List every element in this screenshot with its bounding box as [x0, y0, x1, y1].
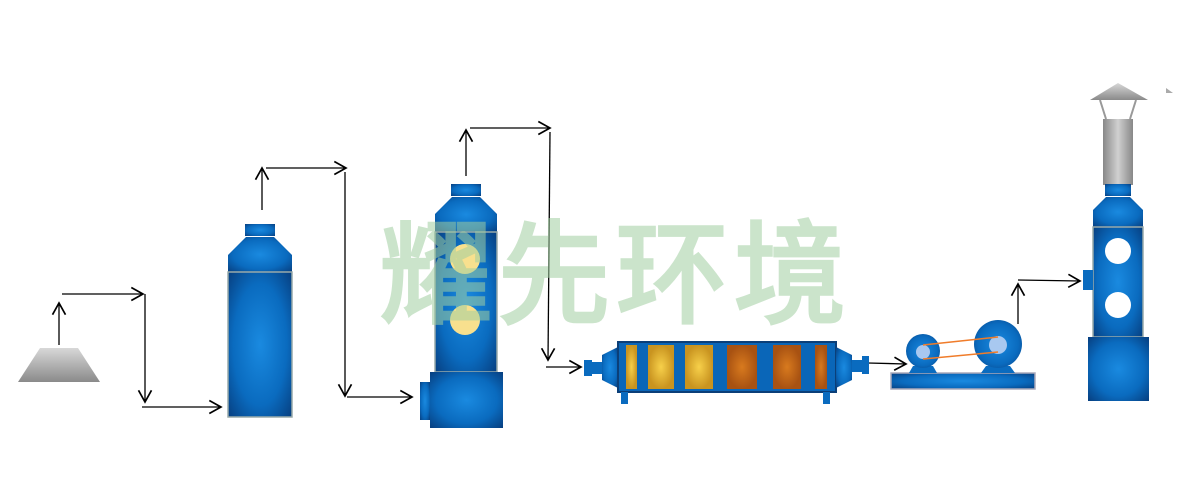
viewport-window [1105, 292, 1131, 318]
arrow-13 [867, 356, 908, 371]
viewport-window [450, 244, 480, 274]
scrubber-tower [420, 184, 503, 428]
viewport-window [450, 305, 480, 335]
spray-tower [227, 224, 293, 418]
drive-belt [922, 336, 999, 346]
drive-belt [922, 351, 999, 360]
arrow-11 [540, 131, 556, 362]
exhaust-hood [18, 348, 100, 382]
flow-arrows [51, 120, 1082, 415]
activated-carbon-box [584, 341, 869, 404]
viewport-window [1105, 238, 1131, 264]
chimney-stack [1083, 83, 1173, 401]
fan [890, 320, 1036, 390]
arrow-15 [1017, 273, 1082, 289]
